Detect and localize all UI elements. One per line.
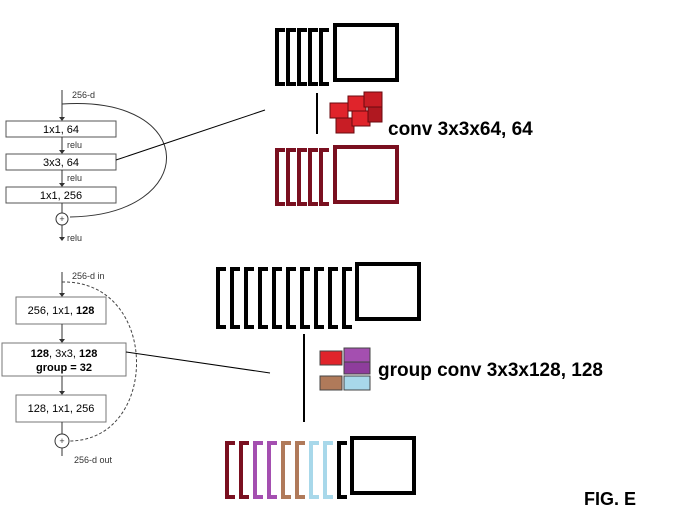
resnext-block-2	[1, 342, 127, 377]
figure-label: FIG. E	[584, 489, 636, 509]
conv-label: conv 3x3x64, 64	[388, 119, 533, 140]
resnet-relu-1: relu	[67, 140, 82, 150]
conv-cube-icon	[329, 91, 383, 134]
resnext-block-2-line2: group = 32	[36, 362, 92, 374]
resnext-skip-connection	[61, 281, 137, 442]
filter-slice	[300, 267, 310, 329]
group-conv-label: group conv 3x3x128, 128	[378, 360, 603, 381]
filter-slice	[342, 267, 352, 329]
filter-slice	[319, 28, 329, 86]
filter-slice	[314, 267, 324, 329]
filter-slice	[286, 148, 296, 206]
connector-line-top	[115, 109, 266, 161]
resnet-relu-3: relu	[67, 233, 82, 243]
filter-slice	[328, 267, 338, 329]
resnet-relu-2: relu	[67, 173, 82, 183]
filter-slice	[337, 441, 347, 499]
filter-slice	[297, 148, 307, 206]
resnext-block-1-label: 256, 1x1, 128	[28, 305, 95, 317]
filter-slice	[272, 267, 282, 329]
filter-front	[333, 23, 399, 82]
filter-slice	[275, 28, 285, 86]
filter-front	[350, 436, 416, 495]
resnext-plus-symbol: +	[59, 436, 64, 446]
filter-slice	[267, 441, 277, 499]
filter-stack-output-top	[275, 145, 399, 206]
resnet-input-label: 256-d	[72, 90, 95, 100]
resnet-block-1-label: 1x1, 64	[43, 124, 79, 136]
filter-slice	[281, 441, 291, 499]
filter-slice	[244, 267, 254, 329]
filter-slice	[239, 441, 249, 499]
filter-slice	[323, 441, 333, 499]
filter-stack-input-middle	[216, 262, 421, 329]
resnet-skip-connection	[61, 103, 167, 218]
resnext-block: 256-d in 256, 1x1, 128 128, 3x3, 128 gro…	[1, 271, 137, 465]
resnext-input-label: 256-d in	[72, 271, 105, 281]
filter-slice	[286, 28, 296, 86]
group-conv-cube-icon	[319, 347, 371, 391]
filter-slice	[297, 28, 307, 86]
filter-slice	[253, 441, 263, 499]
resnet-block-1	[5, 120, 117, 138]
resnet-bottleneck-block: 256-d 1x1, 64 relu 3x3, 64 relu 1x1, 256…	[5, 90, 167, 243]
filter-slice	[216, 267, 226, 329]
filter-stack-input-top	[275, 23, 399, 86]
resnext-output-label: 256-d out	[74, 455, 113, 465]
resnext-block-3	[15, 394, 107, 423]
filter-slice	[275, 148, 285, 206]
resnet-block-2	[5, 153, 117, 171]
resnet-block-2-label: 3x3, 64	[43, 157, 79, 169]
filter-slice	[319, 148, 329, 206]
resnext-block-3-label: 128, 1x1, 256	[28, 403, 95, 415]
filter-slice	[225, 441, 235, 499]
filter-slice	[308, 148, 318, 206]
filter-slice	[309, 441, 319, 499]
filter-front	[333, 145, 399, 204]
filter-slice	[230, 267, 240, 329]
connector-line-bottom	[125, 351, 271, 374]
filter-slice	[286, 267, 296, 329]
filter-slice	[295, 441, 305, 499]
filter-slice	[308, 28, 318, 86]
resnet-plus-symbol: +	[59, 214, 64, 224]
resnet-block-3	[5, 186, 117, 204]
resnext-block-1	[15, 296, 107, 325]
filter-slice	[258, 267, 268, 329]
resnext-block-2-line1: 128, 3x3, 128	[31, 348, 98, 360]
filter-stack-output-bottom	[225, 436, 416, 499]
resnet-block-3-label: 1x1, 256	[40, 190, 82, 202]
filter-front	[355, 262, 421, 321]
